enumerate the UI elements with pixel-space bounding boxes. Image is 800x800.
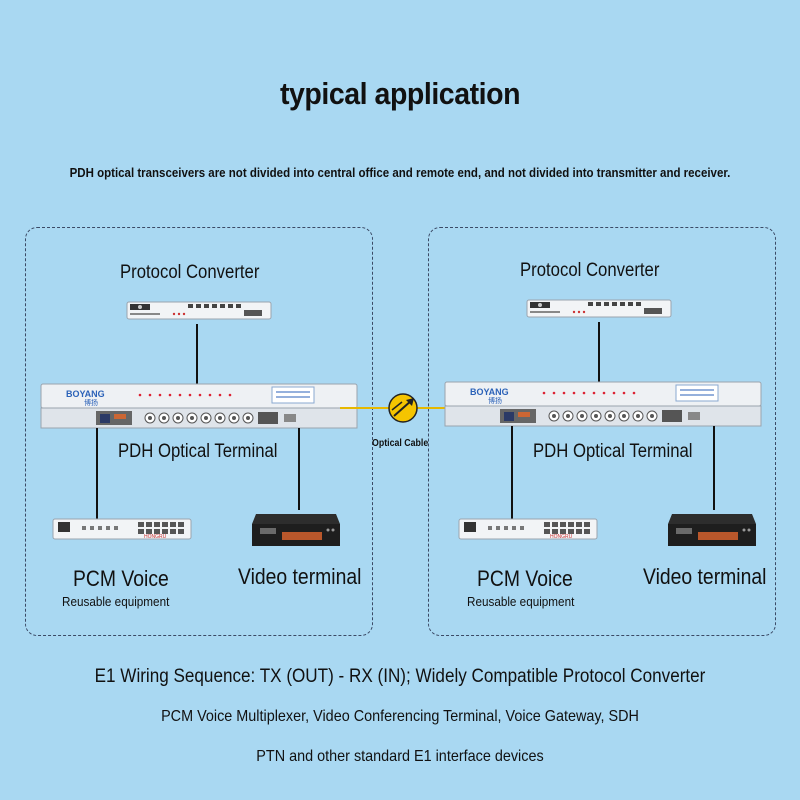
svg-text:HONGRU: HONGRU [144, 534, 167, 540]
right-site-box [428, 227, 776, 636]
left-pcm-link [96, 428, 98, 520]
left-site-box [25, 227, 373, 636]
page-title: typical application [279, 76, 521, 111]
page-subtitle: PDH optical transceivers are not divided… [69, 166, 731, 180]
svg-text:博扬: 博扬 [488, 396, 502, 405]
right-converter-link [598, 322, 600, 382]
right-pcm-voice-device: HONGRU [458, 516, 598, 542]
right-video-terminal-device [666, 508, 758, 552]
left-pdh-terminal-label: PDH Optical Terminal [118, 441, 278, 462]
optical-cable-label: Optical Cable [372, 438, 429, 449]
left-pcm-voice-device: HONGRU [52, 516, 192, 542]
left-protocol-converter-device [126, 298, 272, 324]
left-video-terminal-device [250, 508, 342, 552]
right-pcm-voice-label: PCM Voice [477, 566, 573, 591]
right-video-terminal-label: Video terminal [643, 564, 767, 589]
svg-text:BOYANG: BOYANG [66, 389, 105, 399]
svg-text:HONGRU: HONGRU [550, 534, 573, 540]
left-pdh-terminal-device: BOYANG 博扬 [40, 383, 358, 431]
footer-line-2: PCM Voice Multiplexer, Video Conferencin… [161, 708, 639, 725]
left-converter-link [196, 324, 198, 384]
right-pdh-terminal-device: BOYANG 博扬 [444, 381, 762, 429]
left-pcm-voice-sublabel: Reusable equipment [62, 594, 170, 609]
right-pcm-link [511, 426, 513, 520]
right-video-link [713, 426, 715, 510]
left-video-terminal-label: Video terminal [238, 564, 362, 589]
left-pcm-voice-label: PCM Voice [73, 566, 169, 591]
svg-text:BOYANG: BOYANG [470, 387, 509, 397]
footer-line-1: E1 Wiring Sequence: TX (OUT) - RX (IN); … [94, 666, 706, 687]
svg-text:博扬: 博扬 [84, 398, 98, 407]
right-pdh-terminal-label: PDH Optical Terminal [533, 441, 693, 462]
footer-line-3: PTN and other standard E1 interface devi… [256, 748, 544, 765]
left-protocol-converter-label: Protocol Converter [120, 262, 260, 283]
right-protocol-converter-device [526, 296, 672, 322]
left-video-link [298, 428, 300, 510]
right-protocol-converter-label: Protocol Converter [520, 260, 660, 281]
right-pcm-voice-sublabel: Reusable equipment [467, 594, 575, 609]
